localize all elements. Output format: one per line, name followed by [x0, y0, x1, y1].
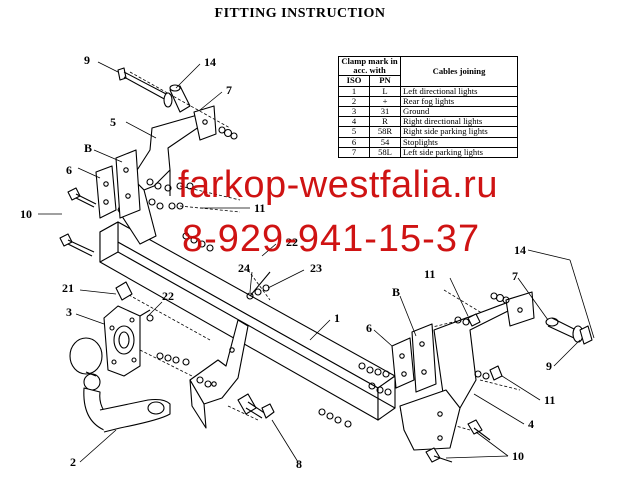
ball-mount-plate	[103, 305, 141, 377]
leader-lines	[38, 61, 595, 463]
right-plate	[391, 323, 437, 393]
cable-joining-table: Clamp mark in acc. with Cables joining I…	[338, 55, 518, 159]
label-6-left: 6	[66, 163, 72, 177]
right-nuts	[318, 292, 510, 428]
table-row: 2+Rear fog lights	[338, 95, 518, 108]
watermark-phone: 8-929-941-15-37	[182, 218, 481, 260]
left-bolts	[59, 187, 97, 257]
watermark-website: farkop-westfalia.ru	[178, 164, 498, 206]
right-bolts	[425, 419, 491, 463]
label-22-bottom: 22	[162, 289, 174, 303]
left-plate	[95, 149, 141, 219]
label-24: 24	[238, 261, 250, 275]
label-11-right-top: 11	[424, 267, 435, 281]
left-nuts	[146, 126, 238, 252]
label-3: 3	[66, 305, 72, 319]
left-long-bolt	[117, 67, 173, 108]
label-7-left: 7	[226, 83, 232, 97]
label-10-right: 10	[512, 449, 524, 463]
center-bracket	[156, 319, 249, 429]
table-header-pn: PN	[369, 75, 401, 87]
table-header-iso: ISO	[338, 75, 370, 87]
table-header-clamp: Clamp mark in acc. with	[338, 55, 401, 77]
label-11-left: 11	[254, 201, 265, 215]
label-5: 5	[110, 115, 116, 129]
label-2: 2	[70, 455, 76, 469]
label-4: 4	[528, 417, 534, 431]
label-6-right: 6	[366, 321, 372, 335]
bolt-8	[237, 393, 275, 419]
label-7-right: 7	[512, 269, 518, 283]
label-14-left: 14	[204, 55, 216, 69]
label-10-left: 10	[20, 207, 32, 221]
label-b-left: B	[84, 141, 92, 155]
table-header-cables: Cables joining	[400, 56, 518, 87]
label-21: 21	[62, 281, 74, 295]
center-bolt	[246, 271, 271, 300]
label-23: 23	[310, 261, 322, 275]
label-8: 8	[296, 457, 302, 471]
socket-bracket	[115, 281, 154, 322]
label-b-right: B	[392, 285, 400, 299]
label-9-left: 9	[84, 53, 90, 67]
tow-ball	[69, 337, 171, 433]
label-11-right-bottom: 11	[544, 393, 555, 407]
page-title: FITTING INSTRUCTION	[214, 6, 386, 21]
label-14-right: 14	[514, 243, 526, 257]
label-9-right: 9	[546, 359, 552, 373]
left-spacer	[169, 84, 191, 113]
right-long-bolt	[545, 317, 593, 345]
right-bracket	[399, 291, 535, 451]
label-1: 1	[334, 311, 340, 325]
label-22-top: 22	[286, 235, 298, 249]
